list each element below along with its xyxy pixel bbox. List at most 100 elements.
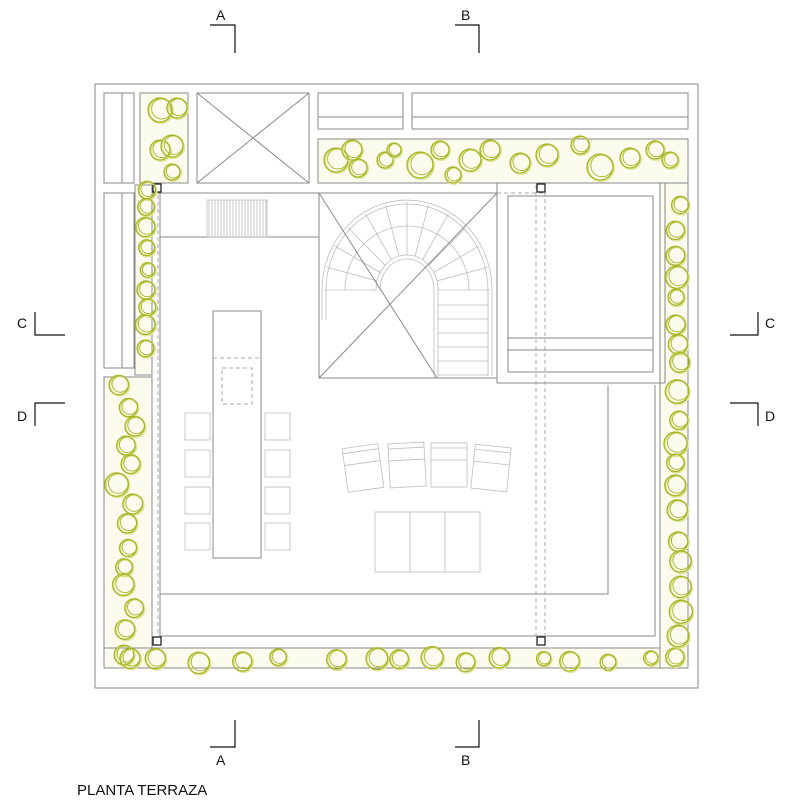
tree bbox=[458, 148, 483, 173]
tree bbox=[389, 649, 411, 671]
tree bbox=[124, 598, 146, 620]
tree bbox=[326, 648, 349, 672]
section-b-bottom: B bbox=[455, 720, 480, 768]
svg-text:D: D bbox=[765, 408, 775, 424]
site-boundary bbox=[94, 83, 699, 689]
tree bbox=[559, 650, 582, 674]
dining-chair bbox=[184, 522, 211, 551]
tree bbox=[664, 265, 690, 291]
tree bbox=[669, 351, 692, 375]
tree bbox=[104, 472, 131, 499]
section-c-left: C bbox=[17, 312, 65, 336]
tree bbox=[269, 648, 289, 668]
tree bbox=[430, 140, 451, 161]
skylights bbox=[103, 92, 689, 369]
lounge-chair bbox=[430, 442, 468, 488]
svg-text:A: A bbox=[216, 7, 226, 23]
tree bbox=[669, 575, 694, 600]
lounge-chair bbox=[341, 443, 385, 493]
lounge-chair bbox=[470, 443, 512, 493]
svg-text:C: C bbox=[765, 315, 775, 331]
tree bbox=[420, 645, 446, 671]
tree bbox=[136, 339, 156, 359]
dining-table bbox=[212, 310, 262, 559]
tree bbox=[535, 650, 553, 668]
svg-text:A: A bbox=[216, 752, 226, 768]
tree bbox=[667, 288, 686, 308]
coffee-table bbox=[374, 511, 481, 573]
tree bbox=[669, 410, 690, 432]
tree bbox=[113, 644, 136, 667]
section-c-right: C bbox=[730, 312, 775, 336]
tree bbox=[664, 474, 688, 498]
dining-chair bbox=[264, 449, 291, 478]
section-d-right: D bbox=[730, 402, 775, 426]
tree bbox=[365, 647, 390, 672]
tree bbox=[509, 152, 532, 175]
trees bbox=[104, 97, 695, 676]
tree bbox=[664, 379, 691, 406]
tree bbox=[139, 262, 157, 280]
svg-text:B: B bbox=[461, 752, 470, 768]
dining-chair bbox=[264, 522, 291, 551]
tree bbox=[149, 139, 172, 162]
tree bbox=[120, 454, 142, 476]
tree bbox=[665, 220, 687, 242]
tree bbox=[108, 374, 131, 397]
tree bbox=[134, 314, 158, 337]
section-d-left: D bbox=[17, 402, 65, 426]
tree bbox=[119, 647, 142, 671]
tree bbox=[570, 135, 591, 156]
dining-chair bbox=[184, 449, 211, 478]
tree bbox=[135, 216, 157, 239]
dining-chair bbox=[264, 486, 291, 515]
tree bbox=[118, 538, 139, 559]
tree bbox=[124, 415, 147, 438]
tree bbox=[116, 513, 139, 535]
columns bbox=[152, 183, 546, 646]
tree bbox=[147, 97, 174, 124]
tree bbox=[122, 493, 145, 516]
dining-chair bbox=[264, 412, 291, 441]
tree bbox=[535, 143, 560, 168]
tree bbox=[479, 139, 502, 162]
tree bbox=[376, 151, 395, 170]
tree bbox=[455, 652, 477, 674]
tree bbox=[669, 550, 694, 575]
tree bbox=[136, 197, 157, 218]
svg-text:B: B bbox=[461, 7, 470, 23]
tree bbox=[661, 151, 680, 170]
section-markers: A B A B C C D D bbox=[17, 7, 775, 768]
lounge-chair bbox=[387, 441, 427, 489]
tree bbox=[111, 573, 136, 598]
tree bbox=[666, 499, 690, 523]
dining-chair bbox=[184, 486, 211, 515]
tree bbox=[406, 151, 435, 180]
lounge-set bbox=[341, 441, 512, 573]
svg-text:D: D bbox=[17, 408, 27, 424]
tree bbox=[138, 239, 157, 258]
tree bbox=[386, 142, 403, 159]
spiral-staircase bbox=[318, 192, 498, 379]
tree bbox=[668, 599, 695, 626]
planters bbox=[103, 92, 689, 669]
tree bbox=[670, 195, 691, 216]
grille bbox=[206, 199, 268, 238]
tree bbox=[645, 140, 666, 161]
tree bbox=[666, 453, 687, 474]
tree bbox=[232, 651, 254, 674]
tree bbox=[163, 163, 182, 182]
void-opening bbox=[196, 92, 310, 184]
interior-walls bbox=[152, 185, 656, 638]
section-b-top: B bbox=[455, 7, 480, 53]
tree bbox=[488, 646, 512, 670]
tree bbox=[114, 619, 137, 642]
tree bbox=[166, 97, 189, 120]
section-a-top: A bbox=[210, 7, 236, 53]
tree bbox=[666, 624, 691, 649]
pool bbox=[496, 182, 666, 384]
tree bbox=[599, 653, 618, 673]
svg-text:C: C bbox=[17, 315, 27, 331]
tree bbox=[586, 153, 615, 182]
